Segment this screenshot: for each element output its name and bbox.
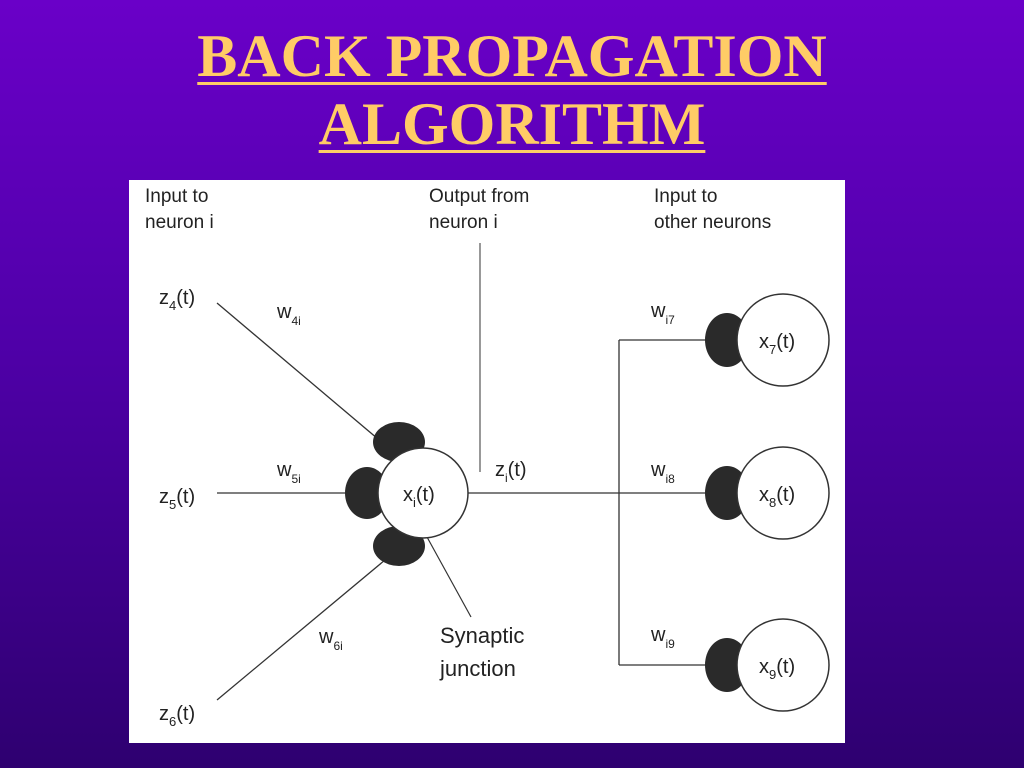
- weight-label-w5i: w5i: [276, 459, 301, 486]
- neuron-diagram: Input to neuron i Output from neuron i I…: [129, 180, 845, 743]
- slide-title: BACK PROPAGATION ALGORITHM: [0, 22, 1024, 158]
- neuron-x9-circle: [736, 618, 830, 712]
- output-label-zi: zi(t): [495, 459, 527, 485]
- header-output-line-1: Output from: [429, 186, 529, 207]
- input-line-z6: [216, 554, 392, 701]
- weight-label-wi7: wi7: [650, 300, 675, 327]
- input-label-z6: z6(t): [159, 703, 195, 729]
- header-input-line-1: Input to: [145, 186, 208, 207]
- synapse-cap-x8: [705, 466, 749, 520]
- neuron-x7-circle: [736, 293, 830, 387]
- neuron-i-label: xi(t): [403, 484, 435, 510]
- synapse-pointer-line: [426, 536, 472, 618]
- input-line-z4: [216, 302, 392, 451]
- neuron-diagram-svg: Input to neuron i Output from neuron i I…: [145, 186, 830, 729]
- weight-label-wi8: wi8: [650, 459, 675, 486]
- weight-label-w6i: w6i: [318, 626, 343, 653]
- input-label-z5: z5(t): [159, 486, 195, 512]
- synapse-label-line-2: junction: [439, 656, 516, 681]
- neuron-x8-label: x8(t): [759, 484, 795, 510]
- synapse-cap-x7: [705, 313, 749, 367]
- neuron-i-circle: [377, 447, 469, 539]
- header-other-line-1: Input to: [654, 186, 717, 207]
- slide-title-line-2: ALGORITHM: [318, 91, 706, 157]
- weight-label-wi9: wi9: [650, 624, 675, 651]
- neuron-x9-label: x9(t): [759, 656, 795, 682]
- header-other-line-2: other neurons: [654, 212, 771, 233]
- neuron-x8-circle: [736, 446, 830, 540]
- neuron-x7-label: x7(t): [759, 331, 795, 357]
- header-output-line-2: neuron i: [429, 212, 498, 233]
- synapse-cap-x9: [705, 638, 749, 692]
- header-input-line-2: neuron i: [145, 212, 214, 233]
- synapse-label-line-1: Synaptic: [440, 623, 524, 648]
- input-label-z4: z4(t): [159, 287, 195, 313]
- synapse-cap-middle: [345, 467, 389, 519]
- slide-title-line-1: BACK PROPAGATION: [197, 23, 827, 89]
- weight-label-w4i: w4i: [276, 301, 301, 328]
